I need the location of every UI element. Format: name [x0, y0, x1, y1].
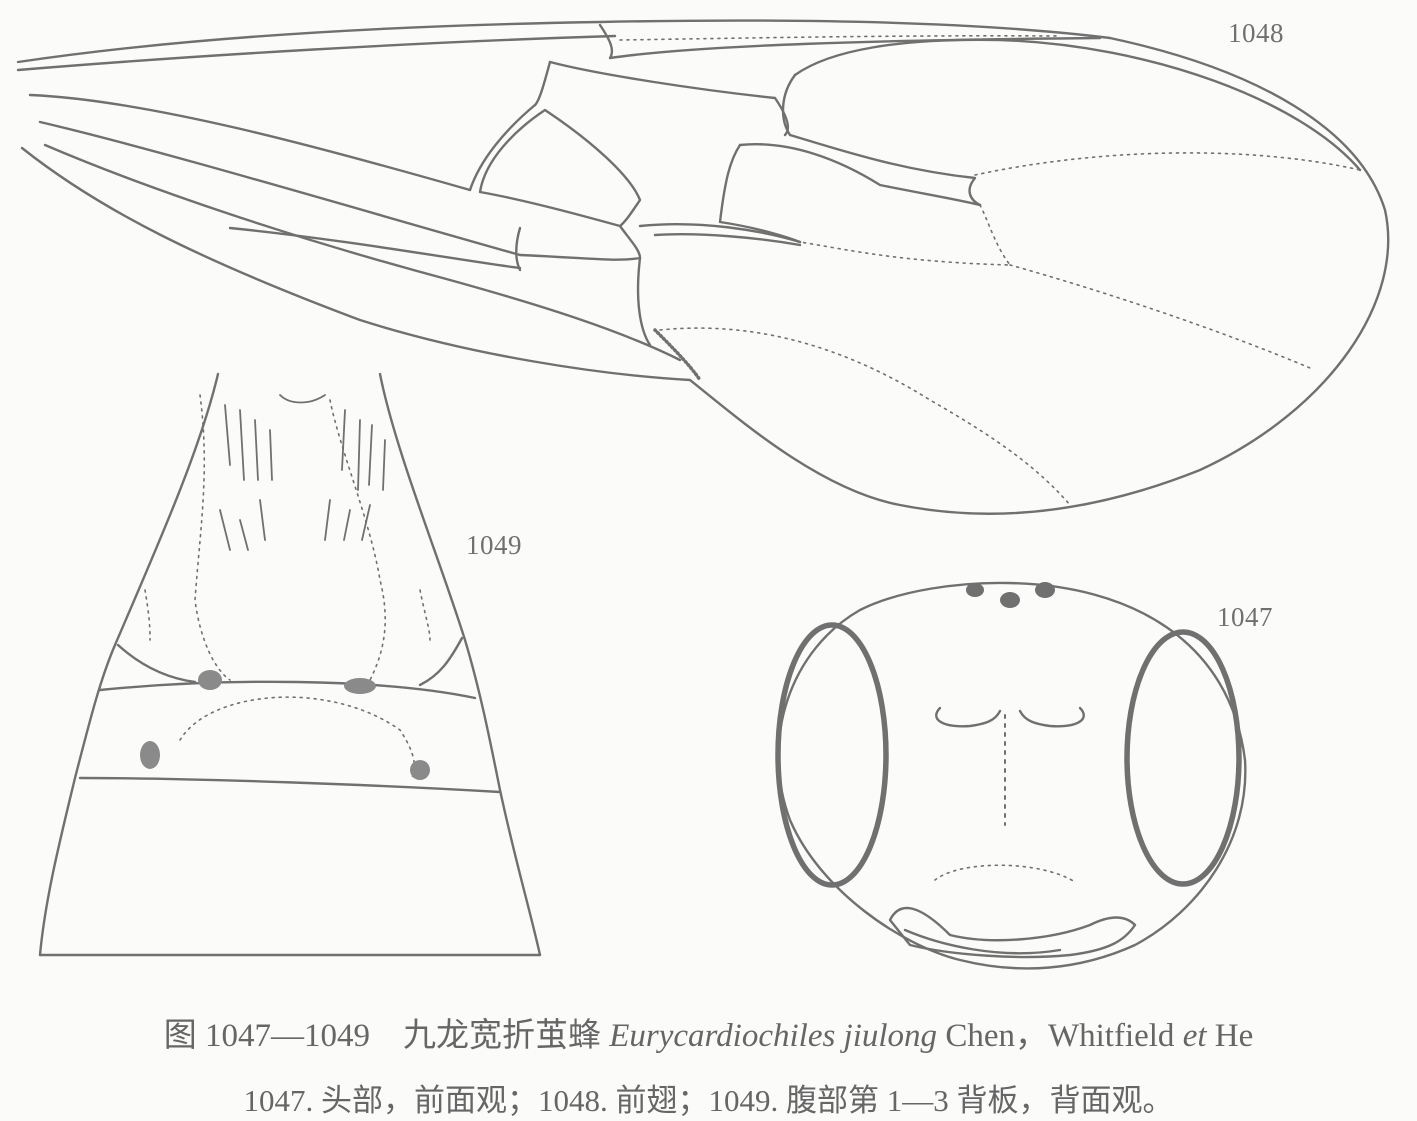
abdomen-tergites-drawing — [38, 372, 542, 957]
ocelli — [966, 582, 1055, 608]
figure-label-1048: 1048 — [1228, 18, 1284, 48]
wing-cell-2 — [478, 108, 642, 228]
wing-anal-margin — [20, 146, 692, 382]
head-frontal-drawing — [775, 581, 1247, 970]
caption-prefix: 图 1047—1049 九龙宽折茧蜂 — [163, 1018, 610, 1054]
tergite-1-right-margin — [378, 372, 542, 957]
species-name: Eurycardiochiles jiulong — [609, 1018, 938, 1054]
wing-outer-margin — [688, 36, 1390, 515]
figure-caption: 图 1047—1049 九龙宽折茧蜂 Eurycardiochiles jiul… — [0, 1008, 1417, 1056]
tergite-striation — [219, 394, 386, 551]
left-compound-eye — [775, 622, 889, 888]
antennal-sockets — [935, 706, 1002, 728]
illustration-svg — [16, 19, 1390, 970]
wing-costal-margin — [16, 19, 1112, 64]
figure-label-1049: 1049 — [466, 530, 522, 560]
caption-et: et — [1182, 1018, 1207, 1054]
figure-plate: 1048 1049 1047 — [16, 18, 1390, 970]
wing-costal-vein-lower — [16, 34, 617, 72]
head-outline — [777, 581, 1247, 970]
wing-subcostal-vein — [28, 93, 472, 192]
tergite-suture-2 — [78, 776, 502, 794]
caption-authors-a: Chen，Whitfield — [937, 1018, 1183, 1054]
tergite-shaded-spots — [140, 670, 430, 780]
tergite-1-left-margin — [38, 372, 220, 957]
tergite-suture-1 — [98, 680, 477, 700]
wing-cell-1 — [548, 60, 790, 137]
right-compound-eye — [1124, 629, 1242, 887]
figure-legend: 1047. 头部，前面观；1048. 前翅；1049. 腹部第 1—3 背板，背… — [243, 1083, 1174, 1118]
figure-label-1047: 1047 — [1217, 602, 1273, 632]
clypeus — [888, 906, 1137, 959]
fore-wing-drawing — [16, 19, 1390, 515]
caption-authors-b: He — [1206, 1018, 1254, 1054]
wing-radial-cell — [793, 38, 1362, 172]
